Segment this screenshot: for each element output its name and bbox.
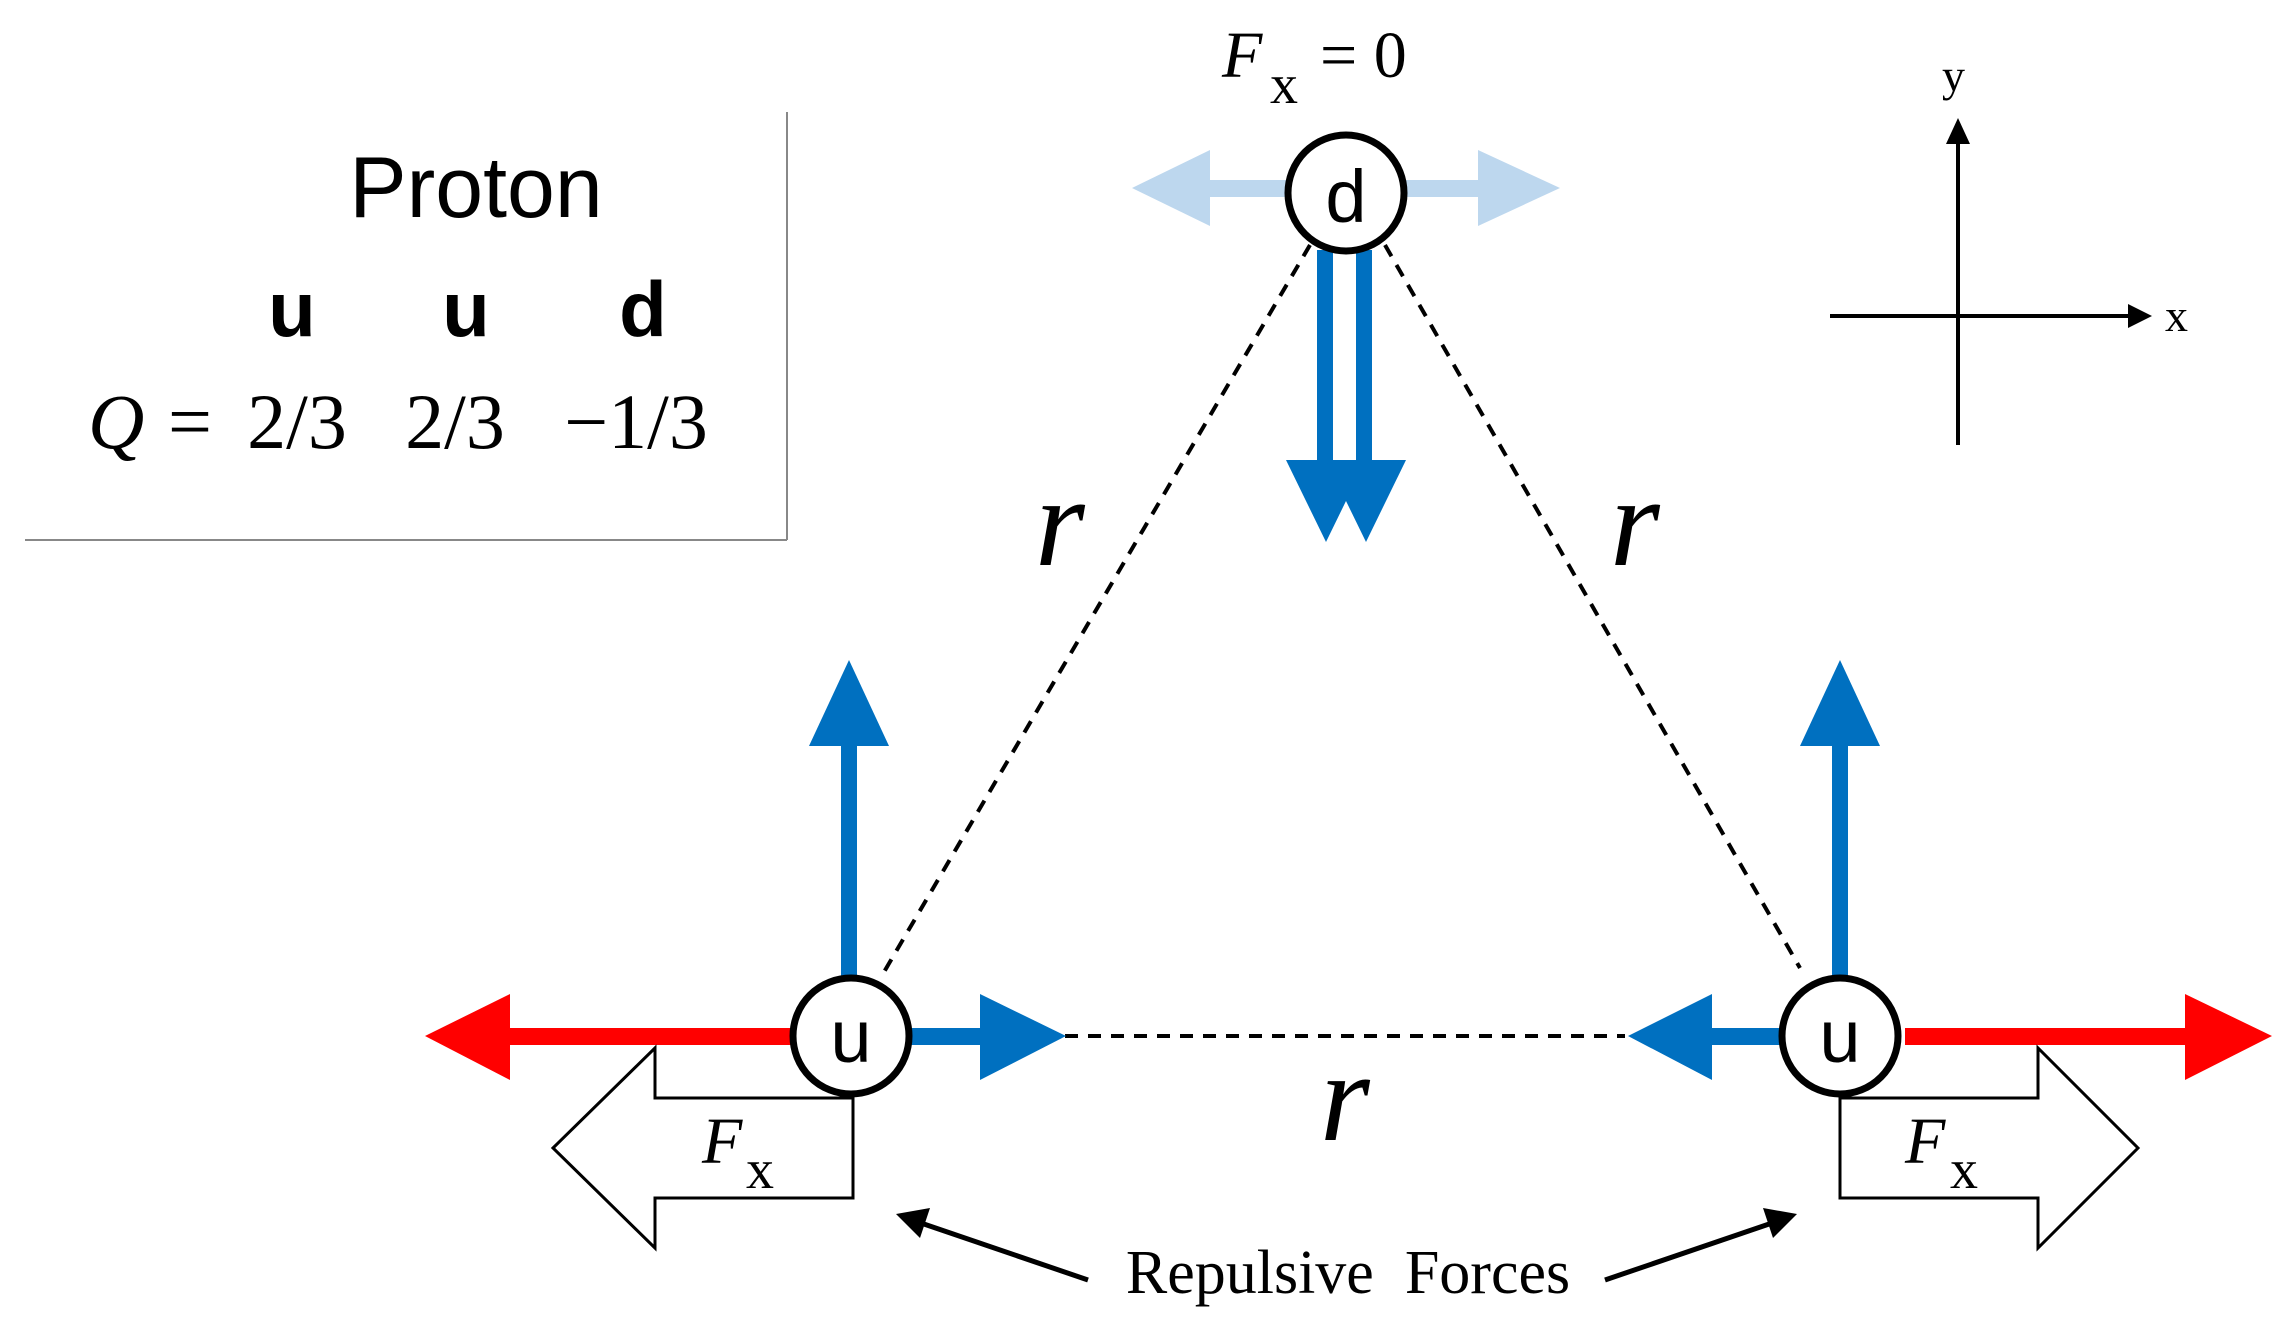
distance-lines [882,243,1802,1038]
caption-right-pointer-head [1763,1208,1797,1238]
right-blue-left-arrowhead [1628,994,1712,1080]
left-red-arrowhead [425,994,510,1080]
y-axis-label: y [1942,50,1965,101]
quark-label-2: u [442,265,490,353]
top-fx-equals-zero: = 0 [1320,19,1407,92]
top-left-light-arrowhead [1132,150,1210,226]
charge-value-3: −1/3 [564,378,708,465]
right-up-arrowhead [1800,660,1880,746]
left-fx-F: F [701,1105,743,1178]
quark-u-left-label: u [830,995,871,1078]
right-fx-block-arrow: F x [1838,1044,2141,1252]
top-left-light-arrow-shaft [1195,180,1290,197]
x-axis-arrowhead [2128,304,2152,328]
quark-d-circle [1284,131,1408,255]
caption-right-pointer-line [1604,1219,1776,1283]
left-fx-subscript: x [746,1139,774,1201]
caption-text: Repulsive Forces [1126,1239,1570,1307]
right-fx-subscript: x [1950,1139,1978,1201]
charge-value-1: 2/3 [247,378,347,465]
coordinate-axes: x y [1830,50,2188,445]
left-distance-label: r [1035,451,1086,593]
bottom-distance-label: r [1320,1026,1371,1168]
quark-d-label: d [1325,155,1366,238]
left-up-arrow-shaft [841,735,857,992]
right-up-arrow-shaft [1832,735,1848,992]
quark-label-1: u [268,265,316,353]
down-arrow-shaft-1 [1317,250,1333,480]
proton-title: Proton [349,140,602,236]
top-fx-zero-label: F x = 0 [1221,19,1407,116]
left-fx-block-arrow: F x [550,1044,855,1252]
caption-left-pointer-line [917,1219,1089,1283]
right-quark-force-arrows [1628,660,2272,1080]
right-distance-label: r [1610,451,1661,593]
top-fx-F: F [1221,19,1263,92]
quark-label-3: d [619,265,667,353]
repulsive-forces-caption: Repulsive Forces [896,1208,1797,1307]
top-downward-force-arrows [1286,250,1406,542]
proton-info-box: Proton u u d Q = 2/3 2/3 −1/3 [25,112,788,541]
quark-u-right-circle [1778,974,1902,1098]
left-quark-force-arrows [425,660,1066,1080]
right-fx-outline-arrow [1838,1044,2141,1252]
right-red-arrowhead [2185,994,2272,1080]
left-fx-outline-arrow [550,1044,855,1252]
right-distance-line [1383,244,1802,969]
right-red-arrow-shaft [1905,1028,2195,1045]
quark-u-right-label: u [1819,995,1860,1078]
right-blue-left-arrow-shaft [1700,1028,1788,1045]
quark-u-left-circle [789,974,913,1098]
quark-u-right: u [1778,974,1902,1098]
left-red-arrow-shaft [495,1028,795,1045]
y-axis-arrowhead [1946,118,1970,144]
top-fx-subscript: x [1270,54,1298,116]
charge-symbol: Q [88,378,144,465]
down-arrowhead-2 [1326,460,1406,542]
quark-u-left: u [789,974,913,1098]
left-blue-right-arrowhead [980,994,1066,1080]
charge-value-2: 2/3 [405,378,505,465]
down-arrow-shaft-2 [1356,250,1372,480]
quark-d-top: d [1284,131,1408,255]
caption-left-pointer-head [896,1208,930,1238]
top-right-light-arrowhead [1478,150,1560,226]
x-axis-label: x [2165,290,2188,341]
left-blue-right-arrow-shaft [910,1028,990,1045]
top-horizontal-force-arrows [1132,150,1560,226]
top-right-light-arrow-shaft [1400,180,1480,197]
left-up-arrowhead [809,660,889,746]
right-fx-F: F [1904,1105,1946,1178]
left-distance-line [882,243,1312,974]
charge-equals: = [168,378,212,465]
